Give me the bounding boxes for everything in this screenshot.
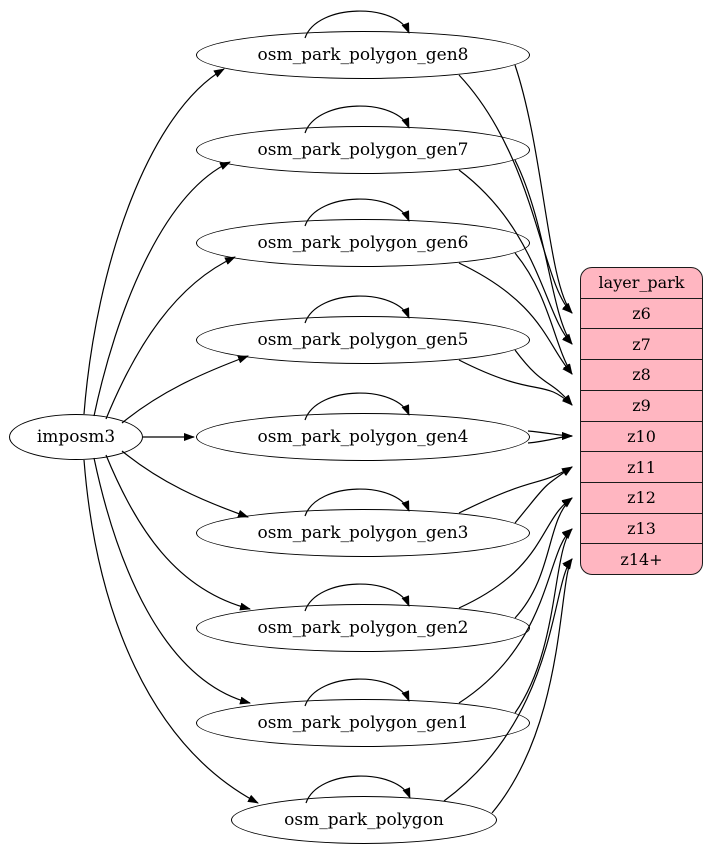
- edge-gen8-z6-b: [458, 74, 573, 314]
- node-label: imposm3: [36, 427, 116, 447]
- edge-imposm3-gen3: [121, 450, 249, 518]
- node-osm-park-polygon-gen6: osm_park_polygon_gen6: [196, 219, 530, 267]
- edge-imposm3-gen5: [121, 355, 249, 424]
- node-osm-park-polygon-gen7: osm_park_polygon_gen7: [196, 126, 530, 174]
- record-row-z6: z6: [581, 297, 702, 329]
- record-node-layer-park: layer_park z6 z7 z8 z9 z10 z11 z12 z13 z…: [580, 267, 703, 575]
- edge-polygon-z14plus: [491, 558, 573, 814]
- node-imposm3: imposm3: [9, 414, 143, 460]
- record-header: layer_park: [598, 273, 685, 293]
- node-osm-park-polygon-gen4: osm_park_polygon_gen4: [196, 413, 530, 461]
- node-label: osm_park_polygon_gen7: [257, 140, 469, 160]
- edge-gen8-z6: [514, 64, 573, 314]
- node-label: osm_park_polygon_gen1: [257, 713, 469, 733]
- record-row-z14plus: z14+: [581, 543, 702, 574]
- record-row-z12: z12: [581, 481, 702, 513]
- edge-gen3-z11-b: [458, 466, 573, 514]
- edge-gen4-z10: [527, 430, 573, 440]
- node-label: osm_park_polygon_gen4: [257, 427, 469, 447]
- node-label: osm_park_polygon_gen6: [257, 233, 469, 253]
- edge-imposm3-gen1: [93, 457, 251, 705]
- node-osm-park-polygon-gen1: osm_park_polygon_gen1: [196, 699, 530, 747]
- record-row-z10: z10: [581, 420, 702, 452]
- node-osm-park-polygon-gen3: osm_park_polygon_gen3: [196, 509, 530, 557]
- edge-gen4-z10-b: [527, 432, 573, 444]
- edge-gen5-z9: [514, 349, 573, 406]
- record-row-z8: z8: [581, 359, 702, 390]
- node-osm-park-polygon: osm_park_polygon: [231, 796, 497, 844]
- edge-polygon-z14plus-b: [443, 558, 573, 802]
- node-label: osm_park_polygon_gen5: [257, 330, 469, 350]
- record-row-z11: z11: [581, 451, 702, 482]
- edge-gen3-z11: [514, 466, 573, 524]
- node-label: osm_park_polygon_gen2: [257, 618, 469, 638]
- node-label: osm_park_polygon: [284, 810, 444, 830]
- record-row-z13: z13: [581, 512, 702, 544]
- node-osm-park-polygon-gen2: osm_park_polygon_gen2: [196, 604, 530, 652]
- node-osm-park-polygon-gen5: osm_park_polygon_gen5: [196, 316, 530, 364]
- edge-gen6-z8: [514, 252, 573, 375]
- node-label: osm_park_polygon_gen3: [257, 523, 469, 543]
- node-osm-park-polygon-gen8: osm_park_polygon_gen8: [196, 31, 530, 79]
- node-label: osm_park_polygon_gen8: [257, 45, 469, 65]
- edge-gen5-z9-b: [458, 359, 573, 406]
- edge-gen2-z12: [514, 497, 573, 619]
- record-row-z7: z7: [581, 328, 702, 359]
- edge-gen7-z7: [514, 159, 573, 345]
- edge-imposm3-gen7: [93, 161, 231, 417]
- record-row-z9: z9: [581, 389, 702, 421]
